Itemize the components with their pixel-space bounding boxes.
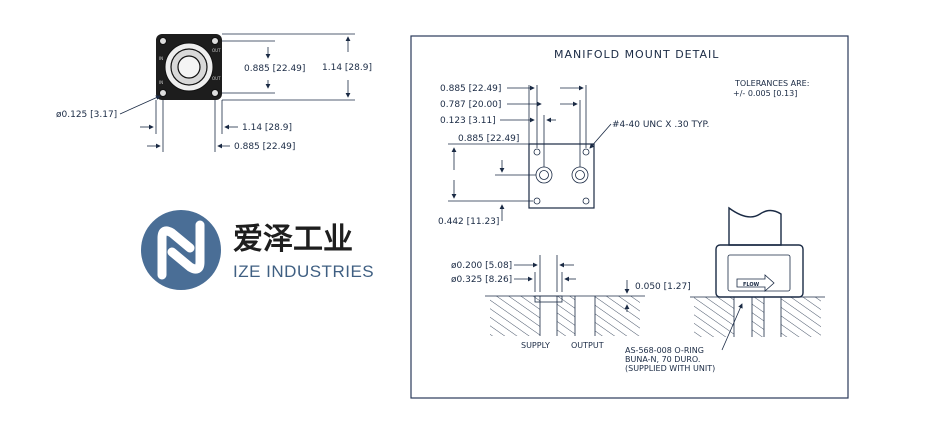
- plate-hole-tl: [533, 148, 541, 156]
- mount-hole-br: [211, 89, 219, 97]
- plate-port-right-inner: [575, 170, 585, 180]
- manifold-hatch-right: [595, 296, 640, 336]
- plate-port-left-inner: [539, 170, 549, 180]
- dim-hole-diameter: ø0.125 [3.17]: [56, 110, 117, 120]
- plate-hole-br: [582, 197, 590, 205]
- dim-port-large: ø0.325 [8.26]: [451, 275, 512, 285]
- logo-name-en: IZE INDUSTRIES: [233, 262, 374, 281]
- manifold-detail: MANIFOLD MOUNT DETAIL TOLERANCES ARE: +/…: [410, 35, 849, 399]
- detail-title: MANIFOLD MOUNT DETAIL: [554, 48, 719, 61]
- logo-stroke-right: [167, 220, 205, 274]
- mount-hole-tr: [211, 37, 219, 45]
- manifold-hatch-valve-right: [781, 297, 821, 337]
- top-view: IN OUT IN OUT 0.885 [22.49] 1.14 [28.9] …: [56, 33, 372, 152]
- dim-outer-height: 1.14 [28.9]: [322, 63, 372, 73]
- dim-d: 0.885 [22.49]: [458, 134, 519, 144]
- dim-c: 0.123 [3.11]: [440, 116, 496, 126]
- corner-mark-3: IN: [159, 80, 163, 85]
- logo-name-cn: 爱泽工业: [233, 222, 353, 257]
- mount-plate: [528, 143, 595, 209]
- dim-b: 0.787 [20.00]: [440, 100, 501, 110]
- label-output: OUTPUT: [571, 341, 604, 350]
- dim-port-small: ø0.200 [5.08]: [451, 261, 512, 271]
- tolerances-line1: TOLERANCES ARE:: [734, 79, 809, 88]
- flow-label: FLOW: [743, 282, 760, 288]
- dim-e: 0.442 [11.23]: [438, 217, 499, 227]
- dim-inner-width: 0.885 [22.49]: [234, 142, 295, 152]
- dim-a: 0.885 [22.49]: [440, 84, 501, 94]
- plate-hole-bl: [533, 197, 541, 205]
- tolerances-line2: +/- 0.005 [0.13]: [733, 89, 797, 98]
- plate-port-left-outer: [535, 166, 553, 184]
- mount-hole-bl: [159, 89, 167, 97]
- manifold-hatch-valve-left: [694, 297, 734, 337]
- valve-label-plate: [727, 254, 791, 292]
- dim-outer-width: 1.14 [28.9]: [242, 123, 292, 133]
- manifold-hatch-valve-mid: [752, 297, 764, 337]
- mount-hole-tl: [159, 37, 167, 45]
- manifold-hatch-mid: [557, 296, 575, 336]
- port-counterbore: [534, 295, 563, 303]
- company-logo: 爱泽工业 IZE INDUSTRIES: [141, 210, 374, 290]
- oring-line1: AS-568-008 O-RING: [625, 346, 704, 355]
- detail-frame: [410, 35, 849, 399]
- manifold-hatch-left: [490, 296, 540, 336]
- corner-mark-1: IN: [159, 56, 163, 61]
- valve-stem: [728, 206, 782, 246]
- corner-mark-4: OUT: [212, 76, 221, 81]
- plate-port-right-outer: [571, 166, 589, 184]
- flow-arrow-icon: [736, 274, 775, 292]
- thread-note: #4-40 UNC X .30 TYP.: [612, 120, 709, 130]
- component-center: [177, 55, 201, 79]
- label-supply: SUPPLY: [521, 341, 550, 350]
- dim-inner-height: 0.885 [22.49]: [244, 64, 305, 74]
- corner-mark-2: OUT: [212, 48, 221, 53]
- oring-line3: (SUPPLIED WITH UNIT): [625, 364, 715, 373]
- plate-hole-tr: [582, 148, 590, 156]
- logo-stroke-left: [157, 226, 195, 280]
- dim-depth: 0.050 [1.27]: [635, 282, 691, 292]
- oring-line2: BUNA-N, 70 DURO.: [625, 355, 700, 364]
- logo-mark: [141, 210, 221, 290]
